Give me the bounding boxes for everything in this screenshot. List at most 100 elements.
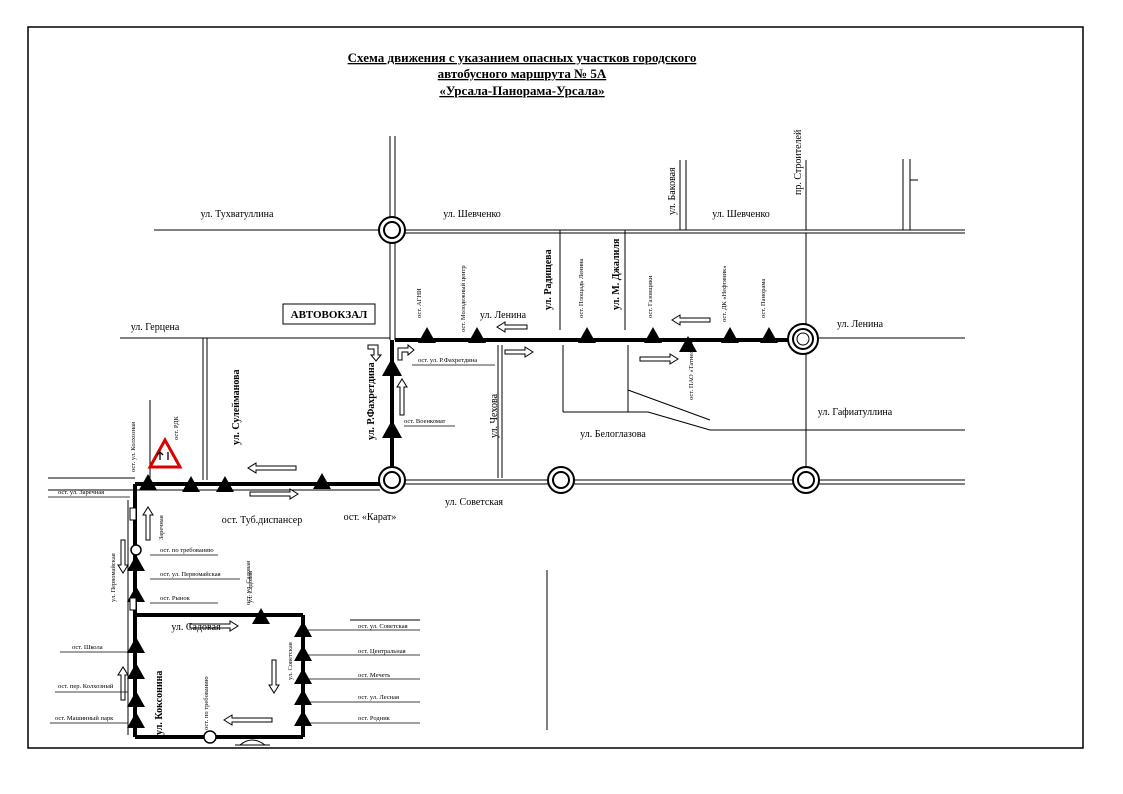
street-beloglazova: ул. Белоглазова bbox=[580, 429, 646, 440]
arrow-turn-down-icon bbox=[367, 344, 383, 362]
stop-marker bbox=[382, 420, 402, 438]
stop-marker bbox=[182, 476, 200, 492]
stop-marker bbox=[294, 689, 312, 705]
arrow-left-icon bbox=[247, 462, 297, 474]
roundabouts bbox=[130, 216, 820, 744]
street-sovetskaya-vertical: ул. Советская bbox=[287, 642, 294, 680]
stop-marker bbox=[294, 621, 312, 637]
street-radishcheva: ул. Радищева bbox=[543, 249, 554, 310]
stop-kolkhoznaya: ост. ул. Колхозная bbox=[130, 422, 137, 472]
street-chekhova: ул. Чехова bbox=[489, 393, 500, 438]
street-kosonina: ул. Коксонина bbox=[154, 671, 165, 735]
arrow-up-icon bbox=[117, 666, 129, 701]
street-tukhvatullina: ул. Тухватуллина bbox=[201, 209, 274, 220]
arrow-right-icon bbox=[189, 620, 239, 632]
stop-zarechnaya: ост. ул. Заречная bbox=[58, 489, 104, 496]
stop-molod-center: ост. Молодежный центр bbox=[460, 265, 467, 332]
stop-po-trebovaniyu: ост. по требованию bbox=[160, 547, 214, 554]
stop-sadovaya: ост. ул. Садовая bbox=[245, 561, 252, 605]
arrow-left-icon bbox=[671, 314, 711, 326]
arrow-down-icon bbox=[117, 539, 129, 574]
stop-marker bbox=[578, 327, 596, 343]
bus-station-box bbox=[282, 303, 376, 325]
stop-marker bbox=[127, 691, 145, 707]
hazard-sign-icon bbox=[147, 436, 183, 469]
street-m-dzhalilya: ул. М. Джалиля bbox=[611, 238, 622, 310]
stop-rodnik: ост. Родник bbox=[358, 715, 391, 722]
street-gafiatullina: ул. Гафиатуллина bbox=[818, 407, 893, 418]
street-stroiteley: пр. Строителей bbox=[793, 129, 804, 195]
street-shevchenko-1: ул. Шевченко bbox=[443, 209, 501, 220]
stop-sovetskaya: ост. ул. Советская bbox=[358, 623, 408, 630]
street-kabovaya: ул. Баковая bbox=[667, 167, 678, 215]
street-gertsena: ул. Герцена bbox=[131, 322, 180, 333]
stop-karat: ост. «Карат» bbox=[344, 512, 397, 523]
stop-marker bbox=[294, 710, 312, 726]
street-sovetskaya: ул. Советская bbox=[445, 497, 503, 508]
stop-mechet: ост. Мечеть bbox=[358, 672, 390, 679]
arrow-down-icon bbox=[268, 659, 280, 694]
arrow-left-icon bbox=[223, 714, 273, 726]
street-pervomaiskaya: ул. Первомайская bbox=[110, 553, 117, 602]
stop-tsentralnaya: ост. Центральная bbox=[358, 648, 406, 655]
stop-marker bbox=[294, 668, 312, 684]
stop-marker bbox=[127, 637, 145, 653]
stop-marker bbox=[139, 474, 157, 490]
stop-marker bbox=[679, 336, 697, 352]
direction-arrows bbox=[117, 314, 711, 726]
street-shevchenko-2: ул. Шевченко bbox=[712, 209, 770, 220]
stop-dk-neftyanik: ост. ДК «Нефтяник» bbox=[721, 265, 728, 322]
title-line-2: автобусного маршрута № 5А bbox=[438, 66, 607, 81]
stop-mashinny-park: ост. Машинный парк bbox=[55, 715, 114, 722]
outer-frame bbox=[27, 26, 1084, 749]
stop-r-fakhretdina: ост. ул. Р.Фахретдина bbox=[418, 357, 477, 364]
stop-marker bbox=[216, 476, 234, 492]
stop-gazovik: ост. Газовщики bbox=[647, 275, 654, 318]
street-zarechnaya: Заречная bbox=[158, 515, 165, 540]
arrow-turn-right-icon bbox=[397, 343, 415, 361]
street-sulejmanovoj: ул. Сулейманова bbox=[231, 369, 242, 445]
stop-label-lines bbox=[48, 364, 495, 724]
stop-marker bbox=[644, 327, 662, 343]
stop-lesnaya: ост. ул. Лесная bbox=[358, 694, 399, 701]
stop-po-trebovaniyu-2: ост. по требованию bbox=[203, 676, 210, 730]
arrow-right-icon bbox=[504, 346, 534, 358]
stop-marker bbox=[127, 712, 145, 728]
stop-marker bbox=[721, 327, 739, 343]
stop-marker bbox=[252, 608, 270, 624]
stop-ploshchad-lenina: ост. Площадь Ленина bbox=[578, 258, 585, 318]
street-lenina-1: ул. Ленина bbox=[480, 310, 527, 321]
stop-marker bbox=[760, 327, 778, 343]
stop-per-kolkhozny: ост. пер. Колхозный bbox=[58, 683, 114, 690]
street-sadovaya-horizontal: ул. Садовая bbox=[171, 622, 221, 633]
bus-station-label: АВТОВОКЗАЛ bbox=[291, 309, 369, 321]
street-lenina-2: ул. Ленина bbox=[837, 319, 884, 330]
stop-rynok: ост. Рынок bbox=[160, 595, 191, 602]
stop-marker bbox=[468, 327, 486, 343]
stop-shkola: ост. Школа bbox=[72, 644, 103, 651]
stop-agni: ост. АГНИ bbox=[416, 288, 423, 318]
arrow-left-icon bbox=[496, 321, 528, 333]
stop-markers bbox=[127, 327, 778, 728]
stop-marker bbox=[294, 645, 312, 661]
street-network bbox=[48, 136, 965, 746]
stop-tub-dispanser: ост. Туб.диспансер bbox=[222, 515, 302, 526]
stop-marker bbox=[313, 473, 331, 489]
street-r-fakhretdina: ул. Р.Фахретдина bbox=[366, 362, 377, 440]
street-sadovaya-vertical: ул. Садовая bbox=[247, 571, 254, 603]
arrow-up-icon bbox=[396, 378, 408, 416]
stop-marker bbox=[382, 358, 402, 376]
stop-pervomaiskaya: ост. ул. Первомайская bbox=[160, 571, 221, 578]
stop-voenkomat: ост. Военкомат bbox=[404, 418, 446, 425]
arrow-right-icon bbox=[249, 488, 299, 500]
stop-marker bbox=[418, 327, 436, 343]
stop-rdk: ост. РДК bbox=[173, 416, 180, 440]
stop-panorama: ост. Панорама bbox=[760, 279, 767, 318]
arrow-up-icon bbox=[142, 506, 154, 541]
stop-marker bbox=[127, 555, 145, 571]
stop-marker bbox=[127, 663, 145, 679]
title-line-3: «Урсала-Панорама-Урсала» bbox=[439, 83, 604, 98]
stop-pao-tatneft: ост. ПАО «Татнефть» bbox=[688, 340, 695, 400]
arrow-right-icon bbox=[639, 353, 679, 365]
